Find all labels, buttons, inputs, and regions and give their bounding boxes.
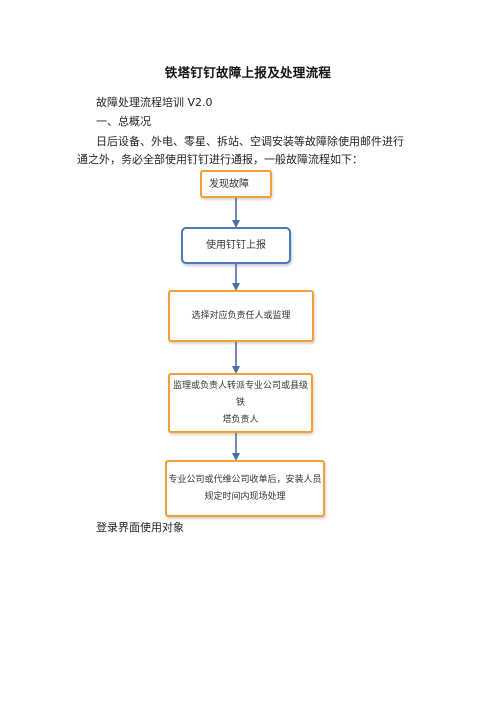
- flow-step-select-responsible: 选择对应负责任人或监理: [168, 290, 314, 342]
- flow-step-onsite-handling: 专业公司或代维公司收单后，安装人员 规定时间内现场处理: [165, 460, 325, 517]
- paragraph-section-heading: 一、总概况: [96, 115, 151, 128]
- flow-step-discover-fault: 发现故障: [200, 170, 272, 198]
- paragraph-body-line-2: 通之外，务必全部使用钉钉进行通报，一般故障流程如下：: [77, 153, 363, 166]
- flow-step-report-dingtalk: 使用钉钉上报: [181, 227, 291, 264]
- flow-step-dispatch: 监理或负责人转派专业公司或县级铁 塔负责人: [168, 373, 313, 433]
- document-title: 铁塔钉钉故障上报及处理流程: [164, 65, 332, 80]
- paragraph-login-users: 登录界面使用对象: [96, 521, 184, 534]
- paragraph-training-version: 故障处理流程培训 V2.0: [96, 96, 213, 109]
- paragraph-body-line-1: 日后设备、外电、零星、拆站、空调安装等故障除使用邮件进行: [96, 135, 404, 148]
